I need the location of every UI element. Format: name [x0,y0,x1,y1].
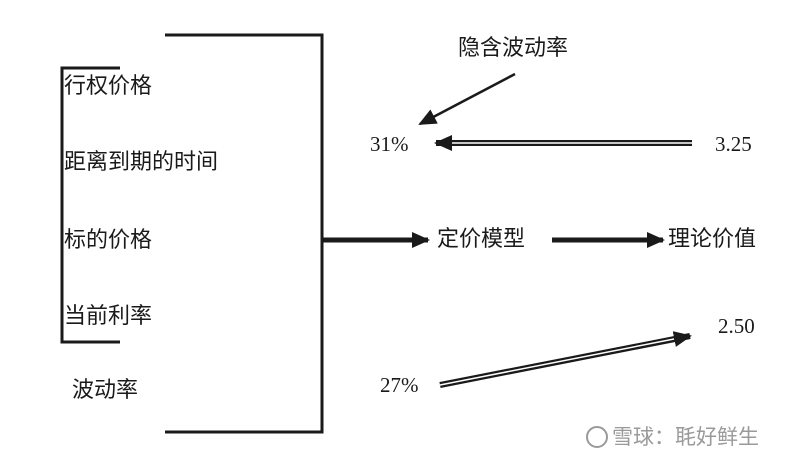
watermark-logo-icon [586,426,608,448]
market-price-value: 3.25 [715,132,752,156]
watermark: 雪球：毦好鲜生 [586,424,759,450]
input-volatility: 波动率 [72,378,139,403]
input-strike-price: 行权价格 [64,74,153,99]
input-underlying-price: 标的价格 [64,228,153,253]
watermark-text: 雪球：毦好鲜生 [612,425,759,449]
pricing-model-label: 定价模型 [437,227,526,252]
inputs-outer-bracket [165,33,324,434]
input-interest-rate: 当前利率 [64,304,153,329]
theoretical-value-label: 理论价值 [668,227,757,252]
model-price-value: 2.50 [718,314,755,338]
implied-vol-value: 31% [370,132,409,156]
arrow-implied-volatility [418,72,516,126]
arrow-vol-to-model-price-inner [439,338,675,386]
input-vol-value: 27% [380,373,419,397]
implied-volatility-label: 隐含波动率 [458,36,569,61]
inputs-inner-bracket [60,66,120,344]
input-time-to-expiry: 距离到期的时间 [64,150,219,175]
